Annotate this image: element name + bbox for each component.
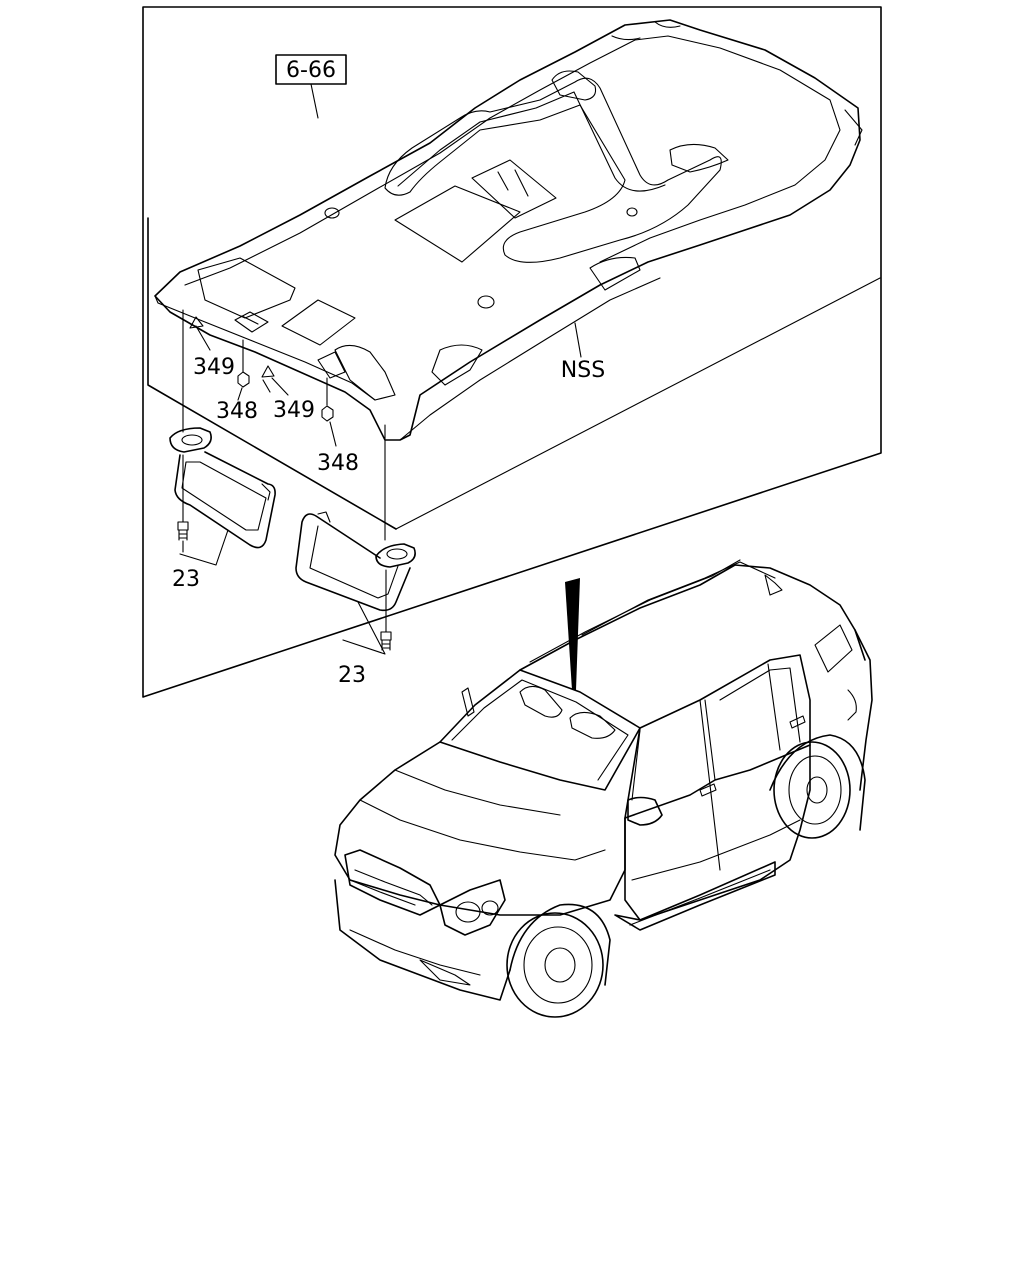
clip-icon-right: [261, 365, 289, 396]
screw-label-right: 23: [338, 663, 366, 688]
clip-icon-left: [189, 316, 211, 351]
detail-section-line: [147, 217, 397, 530]
nss-leader: [574, 322, 582, 358]
screw-icon-left: [177, 521, 189, 553]
clip-label-left: 349: [193, 355, 235, 380]
sun-visor-left: [169, 309, 276, 549]
nut-label-left: 348: [216, 399, 258, 424]
headliner-panel: [154, 19, 863, 441]
vehicle-illustration: [334, 559, 873, 1018]
nut-label-right: 348: [317, 451, 359, 476]
detail-frame: [142, 6, 882, 698]
nut-icon-right: [321, 377, 337, 447]
nut-icon-left: [237, 339, 250, 401]
screw-leader-right: [342, 601, 386, 655]
location-pointer: [565, 578, 580, 690]
screw-icon-right: [380, 631, 392, 651]
screw-label-left: 23: [172, 567, 200, 592]
nss-label: NSS: [561, 358, 605, 383]
clip-label-right: 349: [273, 398, 315, 423]
section-edge-right: [395, 277, 881, 530]
sun-visor-right: [295, 424, 416, 633]
screw-leader-left: [179, 529, 229, 566]
reference-leader: [310, 83, 319, 119]
reference-box-label: 6-66: [286, 58, 336, 83]
